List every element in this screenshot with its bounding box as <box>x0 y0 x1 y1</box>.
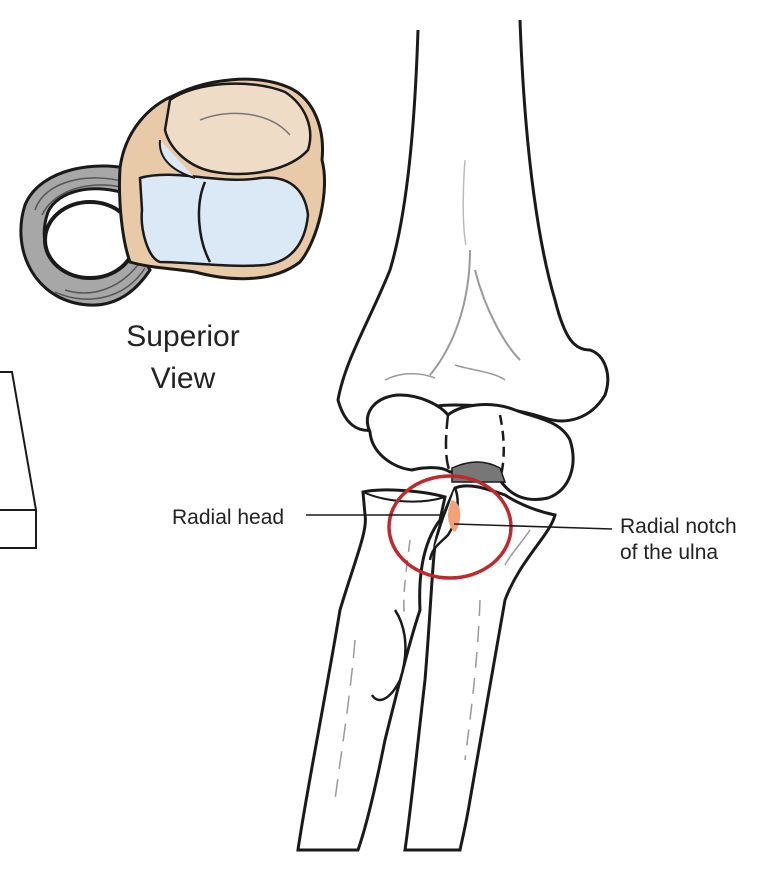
radial-notch-label-line1: Radial notch <box>620 515 737 538</box>
radial-head-label: Radial head <box>172 506 285 529</box>
inset-caption-line2: View <box>150 362 216 395</box>
distal-humerus-condyles <box>365 393 575 501</box>
superior-view-inset <box>19 77 326 307</box>
highlight-circle <box>387 474 513 580</box>
radial-notch-leader-line <box>453 523 613 530</box>
inset-caption-line1: Superior <box>126 320 240 353</box>
olecranon-surface <box>163 82 312 176</box>
inset-caption: Superior View <box>108 316 258 400</box>
radius <box>296 488 447 852</box>
partial-structure-left <box>0 371 37 549</box>
humerus <box>336 19 610 432</box>
radial-notch-label: Radial notch of the ulna <box>620 514 737 566</box>
radial-notch-label-line2: of the ulna <box>620 541 719 564</box>
articular-cartilage <box>138 173 310 268</box>
